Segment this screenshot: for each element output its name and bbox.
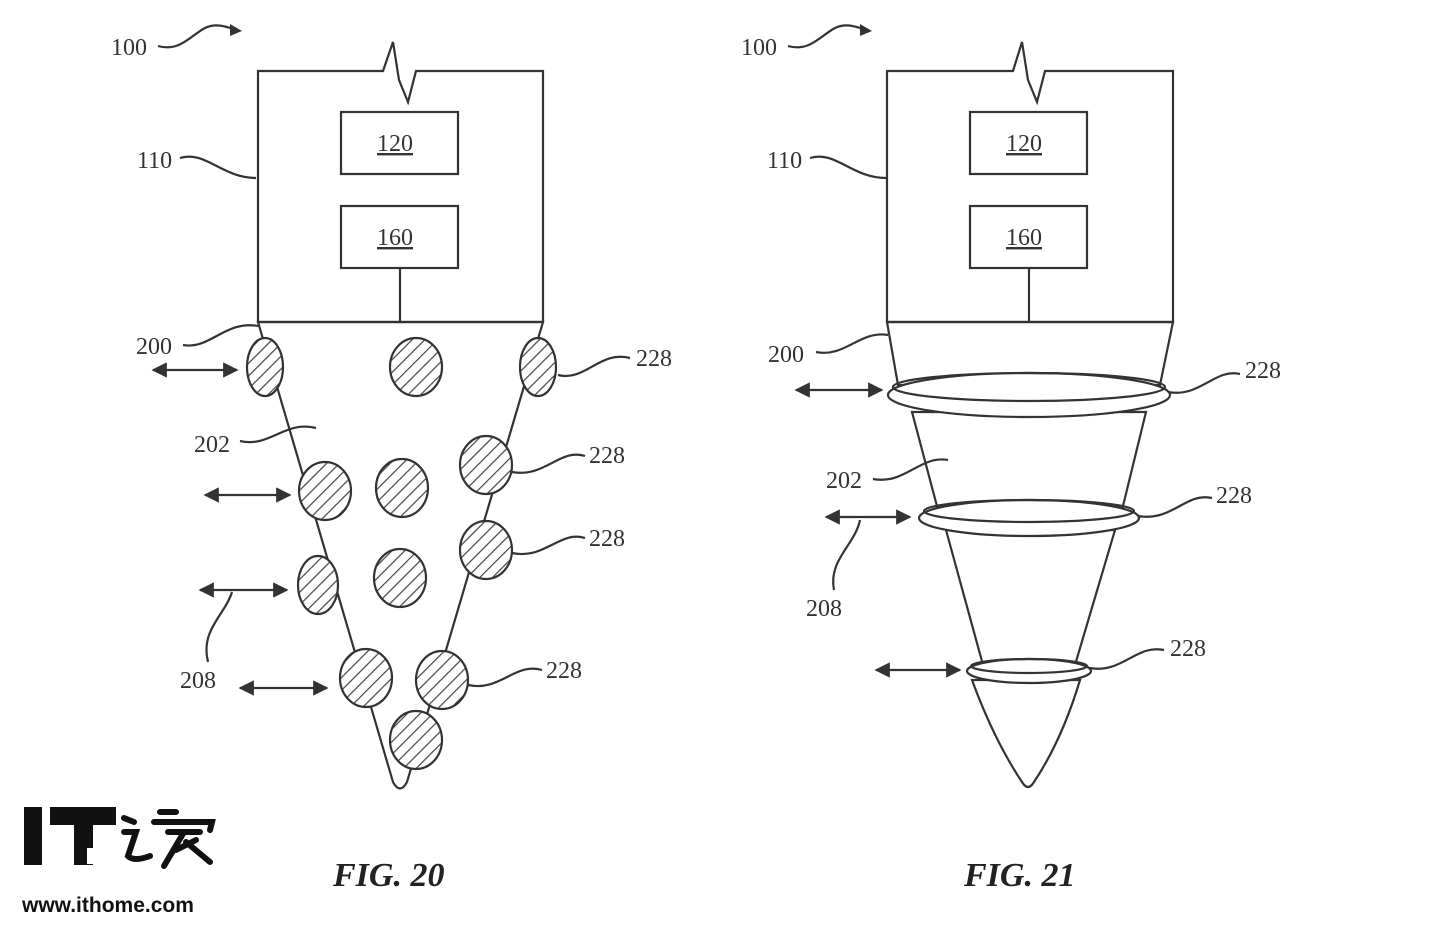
ref-label: 228: [589, 526, 625, 552]
ring-actuator: [917, 498, 1141, 538]
leader-208: [832, 519, 862, 591]
actuator-dot: [388, 709, 444, 771]
leader-110: [809, 155, 887, 180]
ref-label: 202: [826, 468, 862, 494]
figure-21-labels: 100 110 120 160 200 202 208 228 228 228 …: [741, 35, 1281, 894]
leader-200: [182, 324, 259, 347]
ref-label: 228: [636, 346, 672, 372]
leader-228: [511, 453, 586, 474]
leader-110: [179, 155, 257, 180]
ref-label: 100: [111, 35, 147, 61]
ref-label: 228: [1245, 358, 1281, 384]
cone-segment: [970, 678, 1082, 789]
leader-100: [787, 24, 869, 49]
ref-label: 200: [768, 342, 804, 368]
figure-20-labels: 100 110 120 160 200 202 208 228 228 228 …: [111, 35, 672, 894]
ring-actuator: [886, 371, 1172, 419]
actuator-dot: [245, 336, 285, 398]
leader-228: [1089, 648, 1165, 670]
housing-outline: [256, 41, 545, 324]
actuator-dot: [458, 434, 514, 496]
ring-actuator: [965, 657, 1093, 685]
figure-caption: FIG. 21: [963, 857, 1075, 894]
leader-208: [205, 591, 234, 663]
leader-200: [815, 333, 889, 354]
box-label: 120: [377, 131, 413, 157]
actuator-dot: [296, 554, 340, 616]
actuator-dot: [297, 460, 353, 522]
cone-segment: [885, 320, 1175, 387]
ref-label: 100: [741, 35, 777, 61]
leader-228: [511, 535, 586, 556]
leader-228: [557, 355, 631, 378]
actuator-dot: [388, 336, 444, 398]
ref-label: 110: [767, 148, 802, 174]
ref-label: 110: [137, 148, 172, 174]
housing-outline: [885, 41, 1175, 324]
actuator-dot: [372, 547, 428, 609]
box-120: [968, 110, 1089, 176]
ref-label: 208: [180, 668, 216, 694]
ref-label: 208: [806, 596, 842, 622]
actuator-dot: [338, 647, 394, 709]
leader-228: [1167, 372, 1241, 394]
box-label: 120: [1006, 131, 1042, 157]
actuator-dot: [414, 649, 470, 711]
ref-label: 228: [589, 443, 625, 469]
ref-label: 228: [546, 658, 582, 684]
actuator-dot: [374, 457, 430, 519]
cone-tip-body: [256, 320, 545, 790]
ref-label: 200: [136, 334, 172, 360]
cone-segment: [944, 528, 1117, 667]
figure-20: [151, 24, 631, 790]
actuator-dot: [458, 519, 514, 581]
ref-label: 202: [194, 432, 230, 458]
leader-202: [872, 458, 949, 481]
leader-228: [467, 667, 543, 688]
leader-202: [239, 425, 317, 444]
ref-label: 228: [1170, 636, 1206, 662]
figure-21: [787, 24, 1241, 789]
cone-segment: [910, 410, 1148, 512]
box-120: [339, 110, 460, 176]
figure-caption: FIG. 20: [332, 857, 444, 894]
leader-100: [157, 24, 239, 49]
ithome-logo: [24, 807, 216, 869]
box-label: 160: [377, 225, 413, 251]
leader-228: [1137, 496, 1213, 518]
box-label: 160: [1006, 225, 1042, 251]
ref-label: 228: [1216, 483, 1252, 509]
actuator-dot: [518, 336, 558, 398]
watermark-url: www.ithome.com: [22, 894, 194, 917]
